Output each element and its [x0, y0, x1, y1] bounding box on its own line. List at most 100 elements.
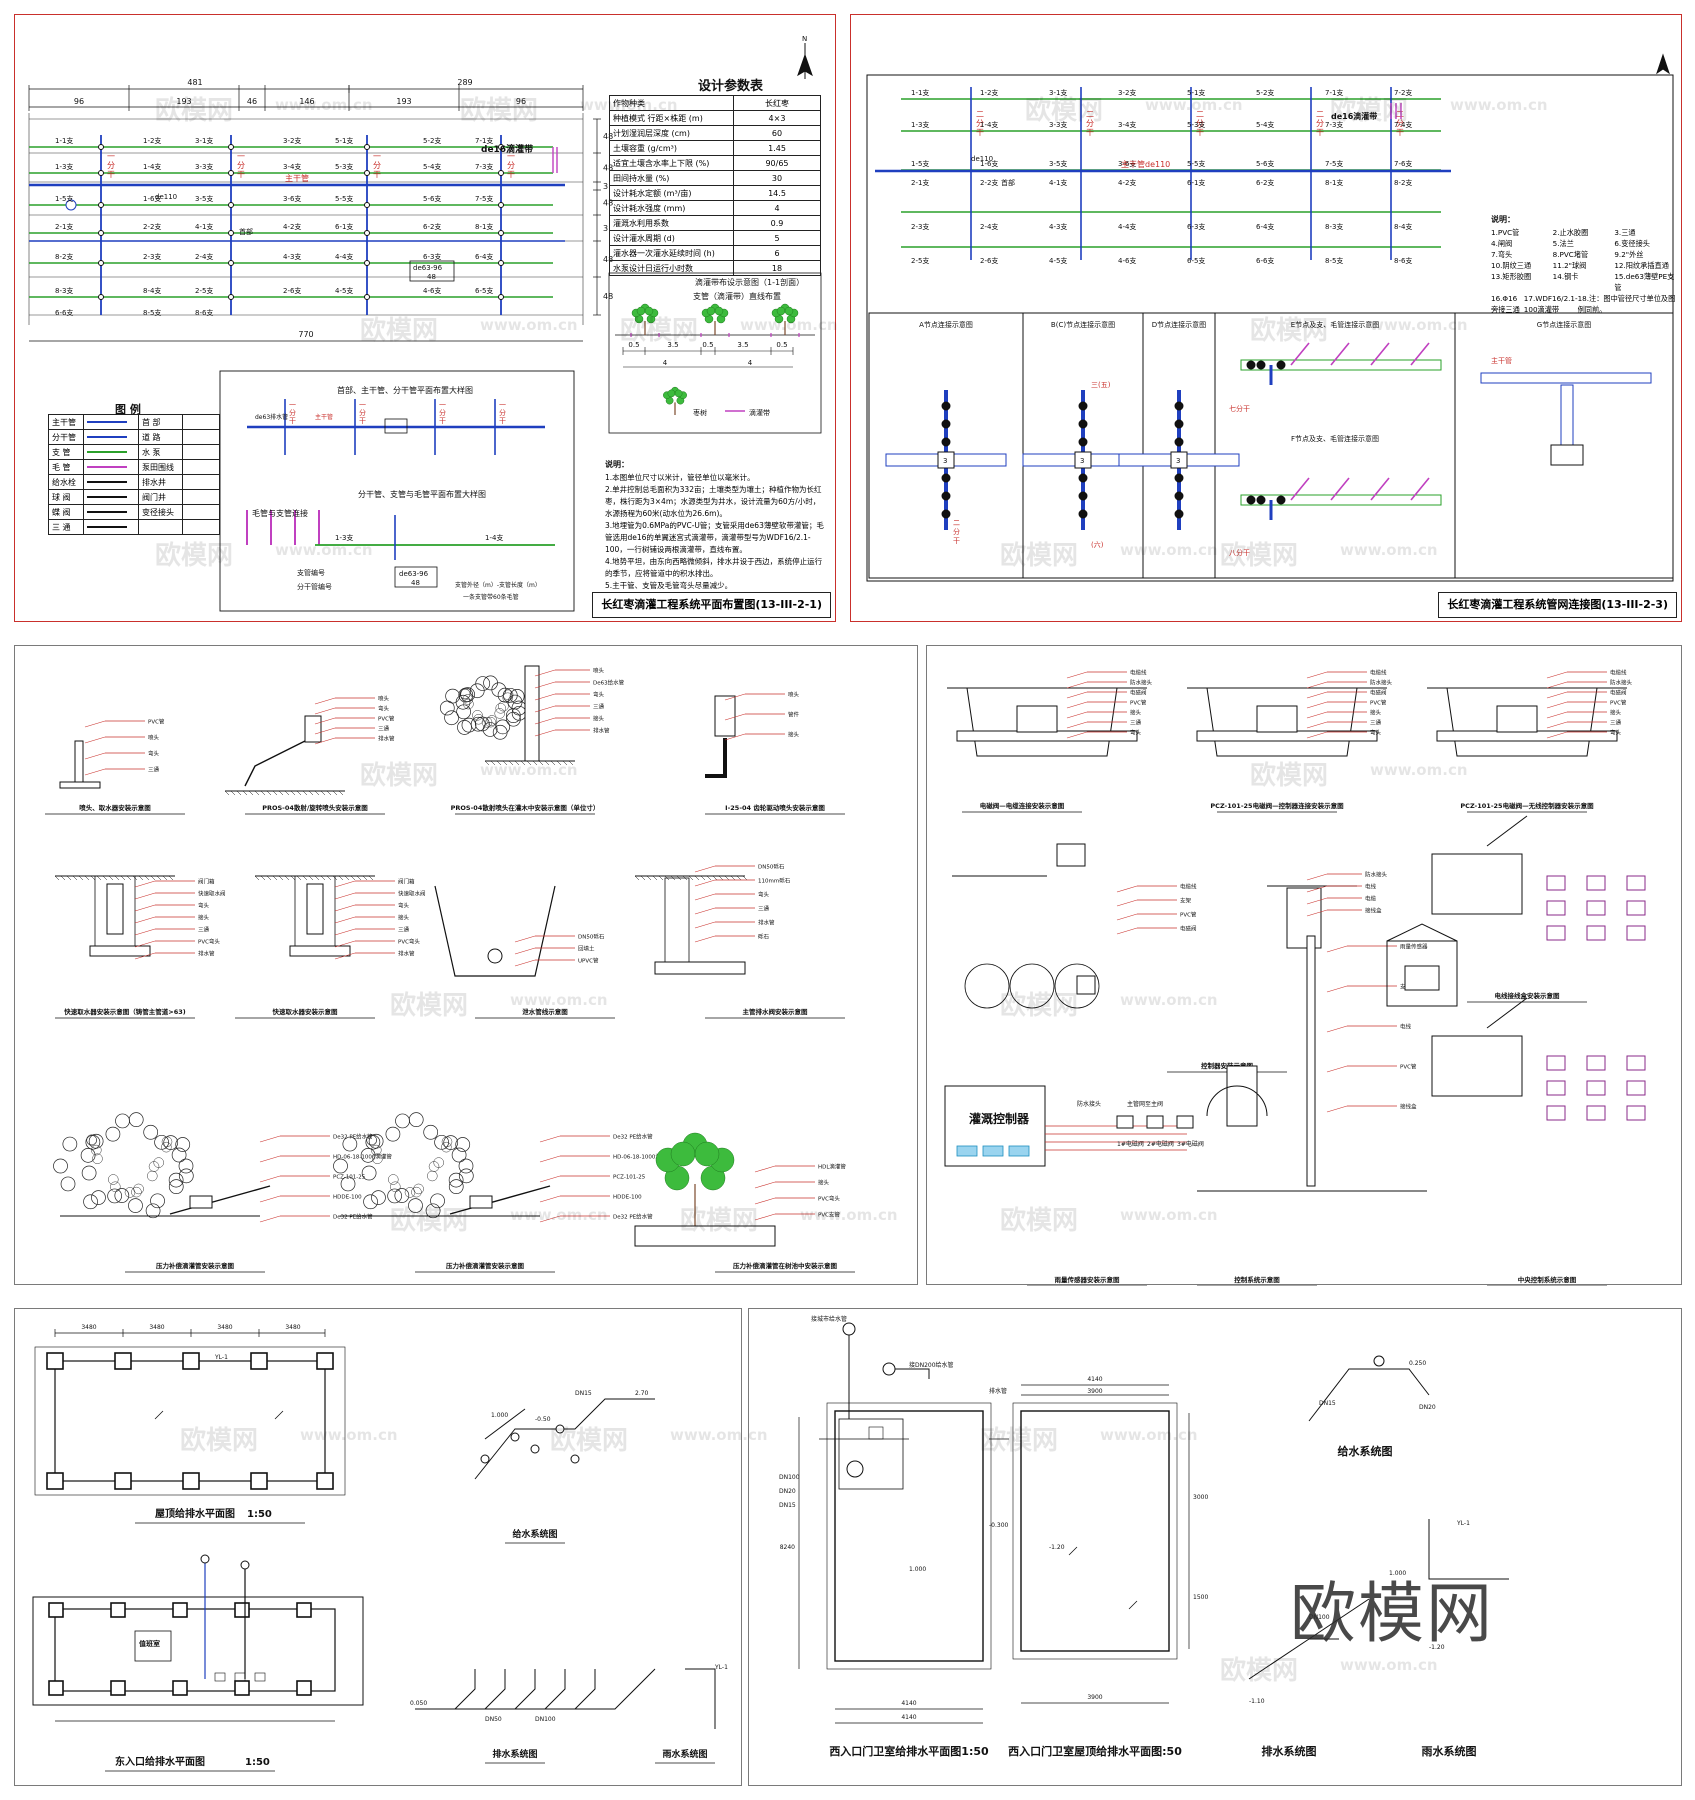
main-pipe: [654, 961, 746, 975]
soil-hatch: [694, 875, 700, 881]
terminal-block: [1008, 1145, 1030, 1157]
valve-symbol: [228, 294, 234, 300]
soil-hatch: [156, 875, 162, 881]
detail-caption: 压力补偿滴灌管安装示意图: [446, 1261, 525, 1270]
legend-swatch: [182, 474, 220, 490]
field-device: [1626, 875, 1646, 891]
head-unit: [384, 418, 408, 434]
column: [250, 1352, 268, 1370]
legend-label: 变径接头: [137, 504, 184, 520]
tag-label: DN50: [485, 1716, 502, 1723]
roof-walls: [1020, 1410, 1170, 1652]
param-value: 4: [733, 200, 821, 216]
soil-hatch: [168, 875, 174, 881]
branch-label: 分: [439, 408, 446, 417]
dimension-text: 146: [299, 97, 314, 106]
soil-hatch: [350, 875, 356, 881]
note-item: 12.阳纹承插直通: [1614, 261, 1669, 270]
dimension-text: 3480: [285, 1324, 300, 1331]
soil-hatch: [72, 875, 78, 881]
soil-hatch: [278, 875, 284, 881]
lateral-label: 4-2支: [283, 222, 301, 231]
drawing-caption: 屋顶给排水平面图: [155, 1507, 235, 1520]
lateral-label: 1-5支: [911, 159, 929, 168]
callout-leader: [334, 880, 356, 888]
soil-hatch: [562, 760, 568, 766]
detail-frame: [219, 370, 575, 612]
valve-station: [1146, 1115, 1164, 1129]
callout-text: 管件: [788, 711, 800, 719]
valve-station: [1176, 1115, 1194, 1129]
param-name: 设计耗水定额 (m³/亩): [609, 185, 734, 201]
legend-swatch: [182, 504, 220, 520]
detail-caption: PROS-04散射喷头在灌木中安装示意图（单位寸）: [451, 803, 600, 812]
fixture: [254, 1672, 266, 1682]
node-fitting: [941, 473, 951, 483]
callout-leader: [539, 1155, 561, 1163]
callout-leader: [1306, 671, 1328, 679]
callout-leader: [754, 1165, 776, 1173]
lateral-label: 7-1支: [1325, 88, 1343, 97]
column: [296, 1680, 312, 1696]
callout-text: 三通: [1370, 719, 1382, 727]
callout-text: 防水接头: [1370, 679, 1393, 687]
note-item: 6.变径接头: [1614, 239, 1650, 248]
callout-text: 防水接头: [1130, 679, 1153, 687]
room-label: 值班室: [139, 1639, 160, 1648]
callout-leader: [1116, 885, 1138, 893]
column: [48, 1680, 64, 1696]
slope-arrow: [154, 1410, 164, 1420]
branch-label: 分: [237, 161, 245, 170]
note-item: 9.2"外丝: [1614, 250, 1644, 259]
param-value: 14.5: [733, 185, 821, 201]
drawing-caption: 雨水系统图: [1422, 1744, 1477, 1758]
lateral-label: 7-6支: [1394, 159, 1412, 168]
node-fitting: [1078, 437, 1088, 447]
note-line: 5.主干管、支管及毛管弯头尽量减少。: [605, 581, 733, 590]
callout-text: PVC支管: [818, 1211, 840, 1219]
callout-leader: [514, 947, 536, 955]
detail-caption: 雨量传感器安装示意图: [1055, 1275, 1121, 1284]
soil-hatch: [302, 875, 308, 881]
callout-text: 弯头: [593, 691, 605, 699]
field-device: [1546, 1080, 1566, 1096]
node-detail-frame: [868, 312, 1674, 579]
soil-hatch: [144, 875, 150, 881]
note-item: 8.PVC堵管: [1552, 250, 1589, 259]
callout-leader: [1306, 711, 1328, 719]
shrub-symbol: [333, 1112, 474, 1219]
node-number: 3: [1080, 457, 1084, 465]
soil-hatch: [514, 760, 520, 766]
dimension-text: 48: [603, 132, 613, 141]
dimension-text: 3.5: [737, 341, 748, 349]
node-tag: 八分干: [1229, 548, 1250, 557]
valve-body: [469, 1195, 493, 1209]
junction-box: [1076, 975, 1096, 995]
drawing-caption: 给水系统图: [512, 1528, 557, 1540]
valve-symbol: [98, 230, 104, 236]
field-device: [1626, 1055, 1646, 1071]
drip-tape-label: de16滴灌带: [1331, 111, 1377, 121]
callout-text: 快速取水阀: [398, 890, 426, 898]
callout-leader: [1066, 701, 1088, 709]
node-tee: [937, 451, 955, 469]
sensor-dome: [1206, 1085, 1268, 1117]
detail-label: 支管编号: [297, 568, 325, 577]
field-device: [1586, 900, 1606, 916]
dimension-text: 48: [603, 255, 613, 264]
lateral-label: 3-6支: [1118, 159, 1136, 168]
callout-text: 喷头: [593, 667, 605, 675]
tag-label: 1.000: [1389, 1570, 1406, 1577]
north-label: N: [802, 35, 807, 43]
lateral-label: 7-4支: [1394, 120, 1412, 129]
soil-hatch: [296, 875, 302, 881]
dimension-text: 4140: [1087, 1376, 1102, 1383]
lateral-label: 5-2支: [423, 136, 441, 145]
callout-text: PVC弯头: [818, 1195, 840, 1203]
soil-hatch: [742, 875, 748, 881]
ef-fitting: [1276, 360, 1286, 370]
